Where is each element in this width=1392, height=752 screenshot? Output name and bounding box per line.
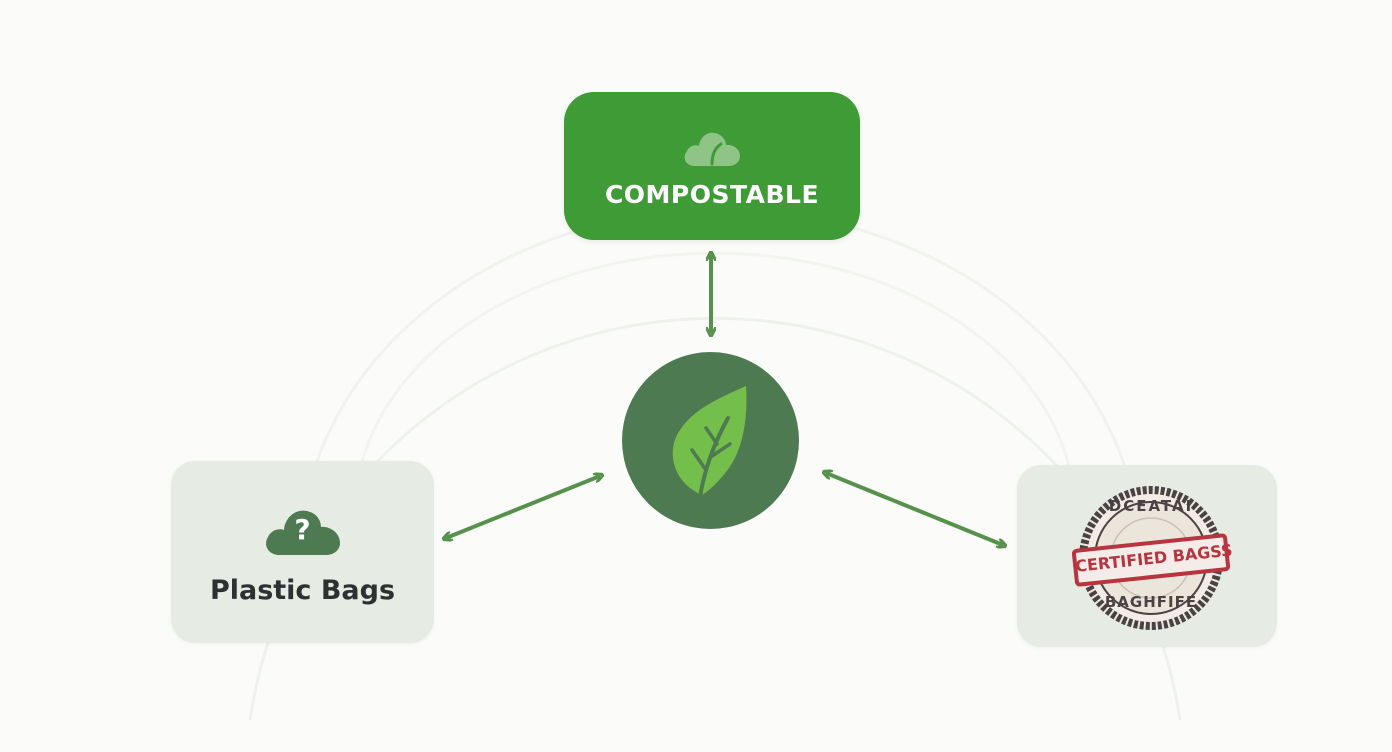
certified-stamp-icon: DCEATAI CERTIFIED BAGSS BAGHFIFE bbox=[1071, 483, 1233, 637]
question-mark-glyph: ? bbox=[294, 512, 311, 546]
arrow-left-center bbox=[446, 476, 600, 538]
compostable-node: COMPOSTABLE bbox=[564, 92, 860, 240]
plastic-bags-node: ? Plastic Bags bbox=[171, 461, 434, 643]
leaf-icon bbox=[622, 386, 799, 533]
plastic-bags-label: Plastic Bags bbox=[209, 574, 396, 606]
center-hub bbox=[622, 352, 799, 529]
arrow-center-right bbox=[826, 473, 1003, 545]
cloud-question-icon: ? bbox=[262, 499, 344, 557]
certified-bags-node: DCEATAI CERTIFIED BAGSS BAGHFIFE bbox=[1017, 465, 1277, 647]
cloud-leaf-icon bbox=[681, 124, 743, 172]
stamp-top-text: DCEATAI bbox=[1108, 497, 1194, 515]
compostable-label: COMPOSTABLE bbox=[604, 179, 820, 209]
stamp-bottom-text: BAGHFIFE bbox=[1104, 593, 1198, 611]
